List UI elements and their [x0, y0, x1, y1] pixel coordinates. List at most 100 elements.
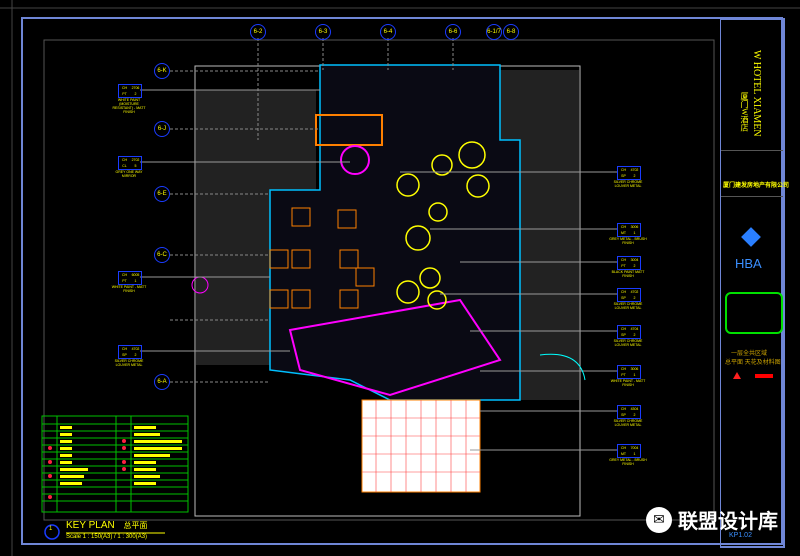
material-tag-field: 2706 [131, 86, 140, 90]
material-tag-field: SP [621, 413, 626, 417]
material-tag-field: CH [620, 446, 627, 450]
material-tag-field: 2 [633, 264, 636, 268]
grid-row-bubble: 6-A [154, 374, 170, 390]
material-tag-field: SP [621, 296, 626, 300]
revision-triangle-icon [733, 372, 741, 379]
material-tag-field: 2 [633, 174, 636, 178]
material-tag-field: 2 [633, 413, 636, 417]
material-tag-field: MT [620, 231, 627, 235]
leader-lines [140, 89, 617, 451]
legend-text-bars [60, 426, 182, 485]
sheet-border [21, 17, 783, 545]
material-tag-field: 2 [134, 353, 137, 357]
material-tag-field: 2 [633, 296, 636, 300]
grid-column-bubble: 6-6 [445, 24, 461, 40]
grid-row-bubble: 6-C [154, 247, 170, 263]
legend-symbols [48, 439, 126, 499]
material-tag-field: 2702 [131, 158, 140, 162]
material-tag-field: 4702 [630, 168, 639, 172]
revision-bar [755, 374, 773, 378]
plot-border [43, 39, 715, 521]
material-tag-field: 2 [134, 92, 137, 96]
grid-row-bubble: 6-K [154, 63, 170, 79]
material-tag-field: CH [121, 86, 128, 90]
round-feature [340, 145, 370, 175]
material-note: WHITE PAINT - MATT FINISH [111, 285, 147, 293]
material-note: GREY ONE WAY MIRROR [115, 170, 143, 178]
legend-table [41, 415, 189, 513]
key-plan-marker-number: 1 [49, 526, 53, 532]
material-tag-field: 4704 [630, 327, 639, 331]
round-ceiling-features [396, 141, 490, 310]
material-tag-field: CH [620, 367, 627, 371]
key-plan-label-cn: 总平面 [123, 521, 148, 530]
material-tag-field: SP [122, 353, 127, 357]
stamp-icon [725, 292, 783, 334]
designer-logo: HBA [735, 256, 762, 271]
grid-column-bubble: 6-2 [250, 24, 266, 40]
client-name: 厦门建发房地产有限公司 [723, 183, 790, 189]
material-tag-field: PT [122, 92, 127, 96]
material-tag-field: 6005 [131, 273, 140, 277]
material-note: SILVER CHROME LOUVER METAL [613, 339, 643, 347]
key-plan-scale: Scale 1 : 150(A3) / 1 : 300(A3) [66, 534, 148, 540]
key-plan-marker [44, 524, 60, 540]
material-tag-field: SP [621, 333, 626, 337]
material-tag-field: 4702 [131, 347, 140, 351]
watermark-text: 联盟设计库 [678, 509, 778, 533]
material-tag-field: 3006 [630, 367, 639, 371]
material-tag-field: 3006 [630, 225, 639, 229]
material-note: WHITE PAINT (MOISTURE RESISTANT) - MATT … [112, 98, 146, 114]
material-note: GREY METAL - BRUSH FINISH [609, 458, 647, 466]
project-name-cn: 厦门W酒店 [740, 92, 749, 132]
material-tag-field: CH [620, 290, 627, 294]
key-plan-label: KEY PLAN [66, 520, 115, 531]
material-note: SILVER CHROME LOUVER METAL [613, 302, 643, 310]
material-tag-field: 1 [633, 231, 636, 235]
drawing-number: KP1.02 [729, 532, 752, 539]
material-tag-field: 5 [134, 164, 137, 168]
material-tag-field: SP [621, 174, 626, 178]
material-tag-field: PT [621, 264, 626, 268]
key-plan-title: KEY PLAN 总平面 [66, 520, 148, 531]
material-tag-field: 2 [633, 333, 636, 337]
material-tag-field: MT [620, 452, 627, 456]
material-tag-field: PT [621, 373, 626, 377]
material-tag-field: CH [121, 347, 128, 351]
material-tag-field: CH [620, 258, 627, 262]
grid-column-bubble: 6-1/7 [486, 24, 502, 40]
material-note: SILVER CHROME LOUVER METAL [613, 180, 643, 188]
material-tag-field: 1 [134, 279, 137, 283]
material-tag-field: CH [121, 158, 128, 162]
material-tag-field: 1 [633, 452, 636, 456]
wechat-icon: ✉ [646, 506, 672, 533]
grid-lines [170, 38, 454, 383]
grid-row-bubble: 6-E [154, 186, 170, 202]
grid-column-bubble: 6-8 [503, 24, 519, 40]
material-tag-field: 7004 [630, 446, 639, 450]
material-tag-field: 1 [633, 373, 636, 377]
material-tag-field: CH [121, 273, 128, 277]
drawing-title-1: 一层全共区域 [731, 351, 768, 357]
grid-row-bubble: 6-J [154, 121, 170, 137]
project-name-en: W HOTEL XIAMEN [751, 50, 762, 137]
lobby-zone [288, 298, 502, 397]
watermark: ✉ 联盟设计库 [646, 505, 778, 534]
title-block: 厦门W酒店 W HOTEL XIAMEN 厦门建发房地产有限公司 HBA 一层全… [720, 18, 789, 548]
grid-column-bubble: 6-4 [380, 24, 396, 40]
material-tag-field: 4702 [630, 290, 639, 294]
drawing-title-2: 总平面 天花及材料图 [725, 360, 781, 366]
curved-wall [539, 353, 586, 381]
material-tag-field: CH [620, 225, 627, 229]
